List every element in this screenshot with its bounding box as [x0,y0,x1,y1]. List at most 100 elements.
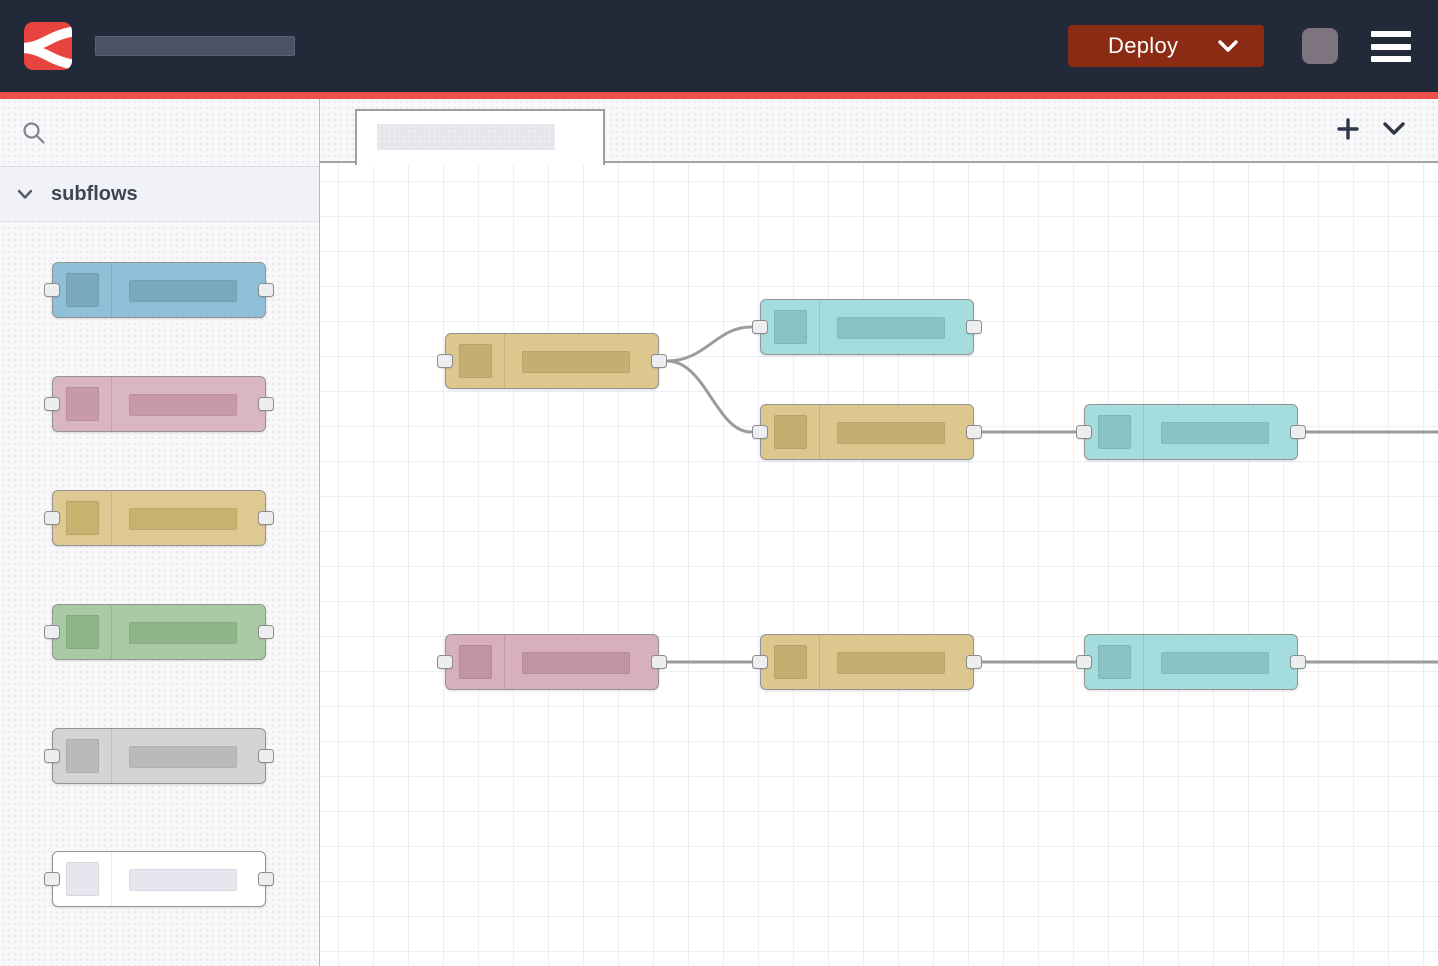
node-icon-placeholder [1098,415,1131,449]
port-input[interactable] [1076,425,1092,439]
node-divider [1143,405,1144,459]
workspace [320,99,1438,966]
node-divider [819,405,820,459]
node-label-placeholder [129,622,237,644]
flow-list-button[interactable] [1383,122,1405,141]
port-input[interactable] [44,625,60,639]
node-label-placeholder [129,394,237,416]
hamburger-icon [1371,31,1411,37]
main-menu-button[interactable] [1371,31,1411,62]
palette-node-green[interactable] [44,604,274,660]
plus-icon [1337,118,1359,140]
port-output[interactable] [258,749,274,763]
node-icon-placeholder [1098,645,1131,679]
port-input[interactable] [437,354,453,368]
port-input[interactable] [44,872,60,886]
flow-tab-active[interactable] [355,109,605,165]
deploy-button[interactable]: Deploy [1068,25,1264,67]
port-output[interactable] [966,425,982,439]
header-bar: Deploy [0,0,1438,92]
canvas-node-yellow[interactable] [752,404,982,460]
canvas-node-yellow[interactable] [437,333,667,389]
flow-tab-bar [320,99,1438,165]
node-label-placeholder [522,351,630,373]
palette-node-pink[interactable] [44,376,274,432]
search-icon [23,121,45,144]
port-input[interactable] [752,425,768,439]
palette-search[interactable] [0,99,319,167]
palette-node-white[interactable] [44,851,274,907]
node-icon-placeholder [66,387,99,421]
port-input[interactable] [1076,655,1092,669]
node-icon-placeholder [774,645,807,679]
node-divider [111,263,112,317]
canvas-node-cyan[interactable] [1076,404,1306,460]
flow-canvas[interactable] [320,163,1438,966]
chevron-down-icon [17,189,33,199]
port-output[interactable] [258,397,274,411]
node-divider [111,605,112,659]
node-label-placeholder [1161,422,1269,444]
port-input[interactable] [437,655,453,669]
port-output[interactable] [258,625,274,639]
header-accent-line [0,92,1438,99]
port-output[interactable] [966,655,982,669]
canvas-node-cyan[interactable] [752,299,982,355]
node-label-placeholder [129,508,237,530]
node-red-logo [24,22,72,70]
node-label-placeholder [837,422,945,444]
canvas-node-yellow[interactable] [752,634,982,690]
port-output[interactable] [651,655,667,669]
tab-label-placeholder [377,124,555,150]
node-label-placeholder [1161,652,1269,674]
deploy-label: Deploy [1108,33,1179,58]
palette-node-gray[interactable] [44,728,274,784]
node-divider [504,635,505,689]
flow-title-placeholder [95,36,295,56]
palette-node-blue[interactable] [44,262,274,318]
port-output[interactable] [1290,655,1306,669]
node-icon-placeholder [459,344,492,378]
node-divider [111,852,112,906]
node-icon-placeholder [66,739,99,773]
port-input[interactable] [44,749,60,763]
deploy-chevron-down-icon [1218,39,1238,52]
port-output[interactable] [1290,425,1306,439]
node-label-placeholder [129,869,237,891]
canvas-node-cyan[interactable] [1076,634,1306,690]
wire-layer [665,325,1438,664]
node-label-placeholder [129,746,237,768]
port-output[interactable] [651,354,667,368]
node-divider [111,377,112,431]
section-label: subflows [51,182,138,205]
user-avatar[interactable] [1302,28,1338,64]
palette-node-list [0,99,319,966]
port-input[interactable] [44,511,60,525]
node-icon-placeholder [66,615,99,649]
chevron-down-icon [1383,122,1405,135]
port-input[interactable] [44,397,60,411]
port-output[interactable] [966,320,982,334]
node-icon-placeholder [66,273,99,307]
node-label-placeholder [522,652,630,674]
port-output[interactable] [258,872,274,886]
port-input[interactable] [752,655,768,669]
palette-node-yellow[interactable] [44,490,274,546]
node-icon-placeholder [774,310,807,344]
node-divider [111,491,112,545]
port-output[interactable] [258,283,274,297]
port-output[interactable] [258,511,274,525]
node-label-placeholder [129,280,237,302]
port-input[interactable] [44,283,60,297]
node-icon-placeholder [66,862,99,896]
add-flow-button[interactable] [1337,118,1359,145]
canvas-node-pink[interactable] [437,634,667,690]
node-divider [819,300,820,354]
palette-section-subflows[interactable]: subflows [0,167,319,222]
wire-yellow-1-to-yellow-2[interactable] [665,359,753,434]
port-input[interactable] [752,320,768,334]
node-icon-placeholder [459,645,492,679]
node-icon-placeholder [774,415,807,449]
node-label-placeholder [837,652,945,674]
wire-yellow-1-to-cyan-1[interactable] [665,325,753,363]
